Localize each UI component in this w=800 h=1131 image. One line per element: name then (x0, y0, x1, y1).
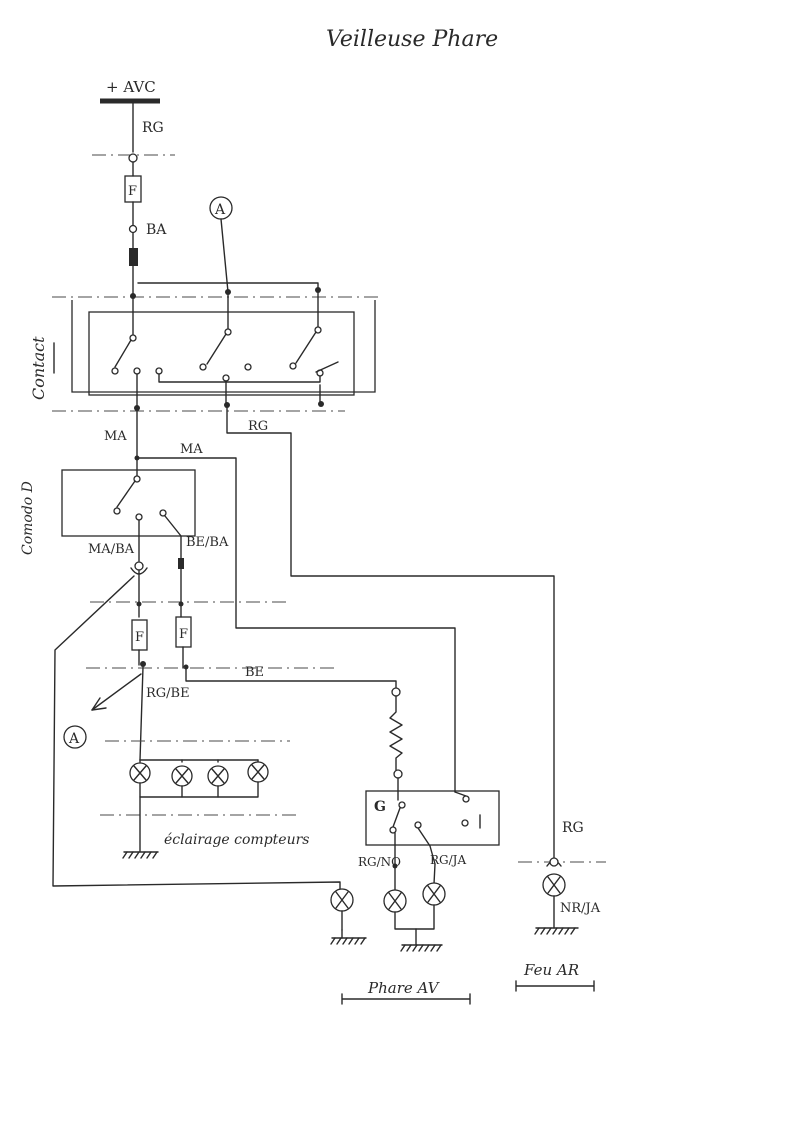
relay-g-box (365, 790, 500, 846)
diagram-title: Veilleuse Phare (326, 27, 498, 52)
lamp-compteur-4 (247, 761, 269, 783)
connector-be-ba (178, 558, 184, 569)
lamp-phare-rg-no (383, 889, 407, 913)
contact-box (88, 311, 355, 396)
lamp-compteur-1 (129, 762, 151, 784)
bracket-feu-ar (515, 980, 595, 992)
label-nr-ja: NR/JA (560, 901, 601, 916)
ground-compteurs (122, 851, 159, 859)
lamp-compteur-3 (207, 765, 229, 787)
wire-be (185, 666, 397, 689)
lamp-phare-rg-ja (422, 882, 446, 906)
label-comodo: Comodo D (20, 481, 36, 555)
wire-return-left (52, 575, 341, 891)
comodo-box (61, 469, 196, 537)
label-ma-ba: MA/BA (88, 542, 135, 557)
label-rg-contact: RG (248, 419, 268, 434)
contact-switch-3 (295, 331, 317, 364)
label-rg-top: RG (142, 120, 164, 136)
label-feu-ar: Feu AR (523, 961, 579, 979)
lamp-feu-ar (542, 873, 566, 897)
resistor (389, 695, 403, 771)
label-ma-left: MA (104, 429, 127, 444)
ref-a-top-label: A (214, 202, 226, 218)
label-g: G (374, 799, 386, 815)
label-contact: Contact (29, 336, 48, 400)
ground-phare (400, 944, 443, 952)
contact-switch-2 (206, 333, 227, 365)
label-ba: BA (146, 222, 167, 238)
fuse-ma-label: F (135, 630, 144, 645)
fuse-be-label: F (179, 627, 188, 642)
label-phare-av: Phare AV (367, 979, 441, 997)
label-rg-no: RG/NO (358, 855, 401, 869)
label-be-ba: BE/BA (186, 535, 229, 550)
connector-block (129, 248, 138, 266)
wire-ma-branch (136, 457, 456, 793)
arrow-to-a (91, 673, 142, 711)
contact-switch-1 (114, 339, 132, 368)
contact-box-outer (71, 300, 376, 393)
comodo-switch (116, 480, 136, 508)
lamp-veilleuse (330, 888, 354, 912)
relay-g-switch (392, 807, 401, 828)
label-rg-right: RG (562, 820, 584, 836)
bracket-phare-av (341, 993, 471, 1005)
ref-a-bottom-label: A (68, 731, 80, 747)
connector-1 (128, 153, 138, 163)
label-ma-branch: MA (180, 442, 203, 457)
label-rg-ja: RG/JA (430, 853, 466, 867)
label-rg-be: RG/BE (146, 686, 190, 701)
ground-veilleuse (330, 937, 367, 945)
wire-rg-contact (226, 407, 555, 859)
connector-2 (128, 224, 138, 234)
fuse-top-label: F (128, 184, 137, 199)
lamp-compteur-2 (171, 765, 193, 787)
ref-a-bottom (63, 725, 87, 749)
ground-feu-ar (534, 927, 579, 935)
supply-label: + AVC (106, 78, 156, 96)
label-eclairage: éclairage compteurs (164, 832, 309, 848)
label-be: BE (245, 665, 264, 680)
